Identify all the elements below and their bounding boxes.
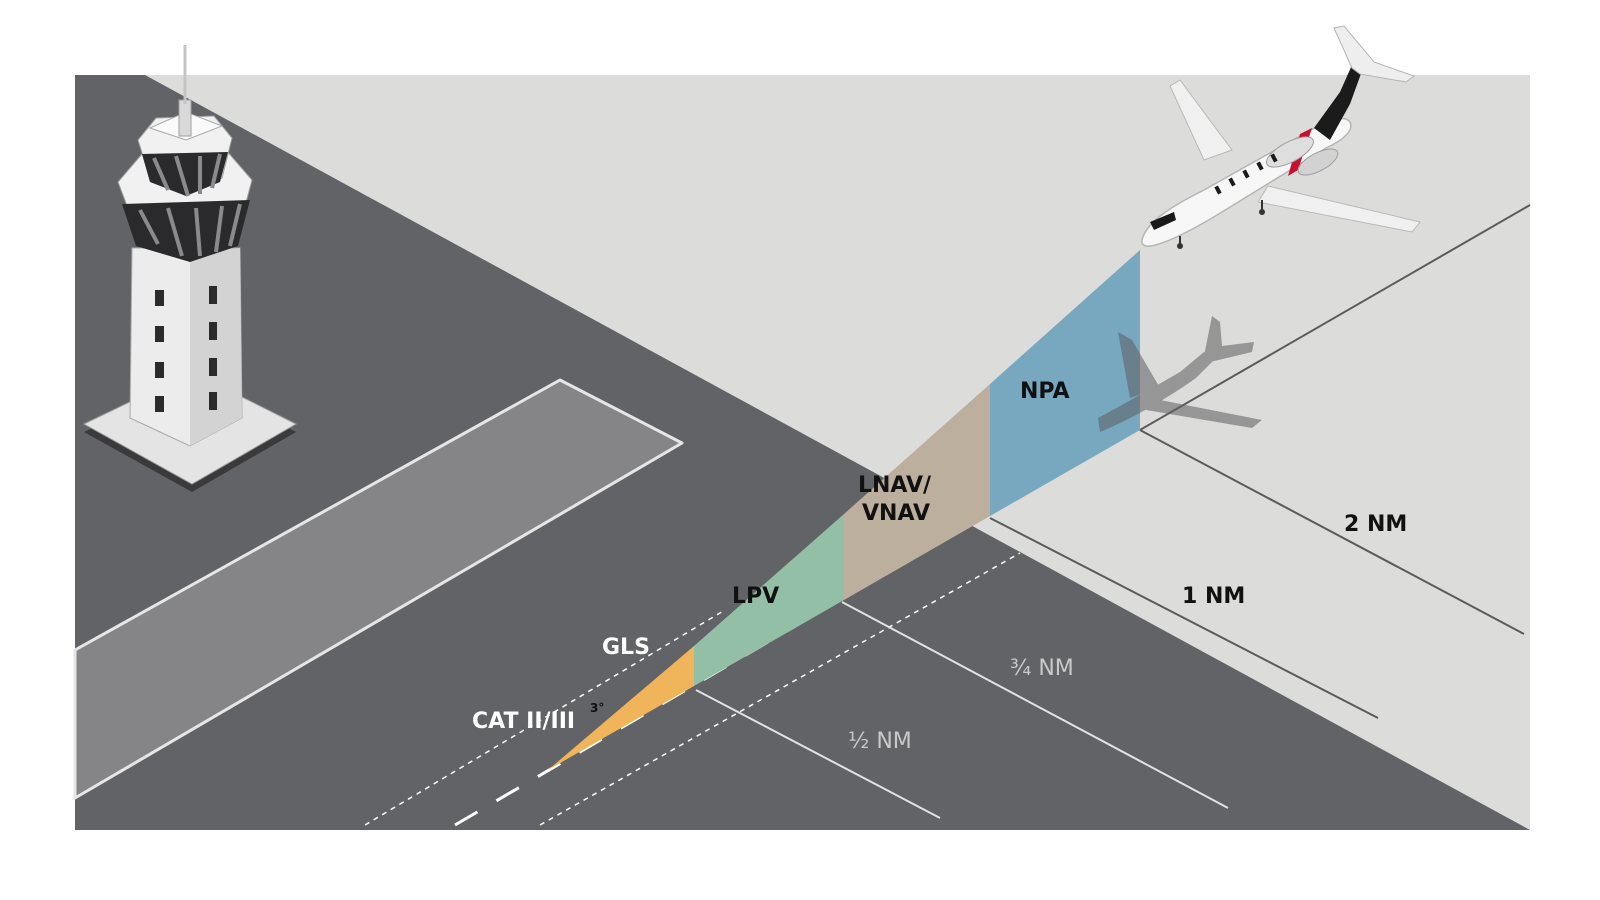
cat-zone-label: CAT II/III: [472, 709, 575, 734]
one-nm-line: [989, 517, 1379, 719]
distance-lines: [695, 204, 1531, 819]
lpv-label: LPV: [732, 584, 779, 609]
ground-track-line: [1139, 204, 1531, 431]
glide-angle-label: 3°: [590, 701, 604, 715]
lnav-zone: [844, 384, 990, 600]
lpv-zone: [694, 514, 844, 686]
lnav-label-line1: LNAV/: [858, 473, 932, 498]
npa-label: NPA: [1020, 379, 1070, 404]
one-nm-label: 1 NM: [1182, 584, 1245, 609]
ground-dark: [75, 75, 1530, 830]
lnav-label-line2: VNAV: [862, 501, 930, 526]
three-quarter-nm-label: ¾ NM: [1010, 656, 1074, 681]
npa-zone: [990, 250, 1140, 516]
half-nm-label: ½ NM: [848, 729, 912, 754]
aircraft-icon: [1141, 25, 1421, 249]
half-nm-line: [695, 689, 941, 819]
gls-label: GLS: [602, 635, 650, 660]
three-quarter-nm-line: [841, 601, 1229, 809]
control-tower-icon: [82, 45, 298, 492]
cat-zone: [548, 646, 694, 770]
two-nm-line: [1139, 429, 1525, 635]
aircraft-shadow-icon: [1098, 316, 1262, 432]
two-nm-label: 2 NM: [1344, 512, 1407, 537]
taxiway: [73, 378, 684, 800]
